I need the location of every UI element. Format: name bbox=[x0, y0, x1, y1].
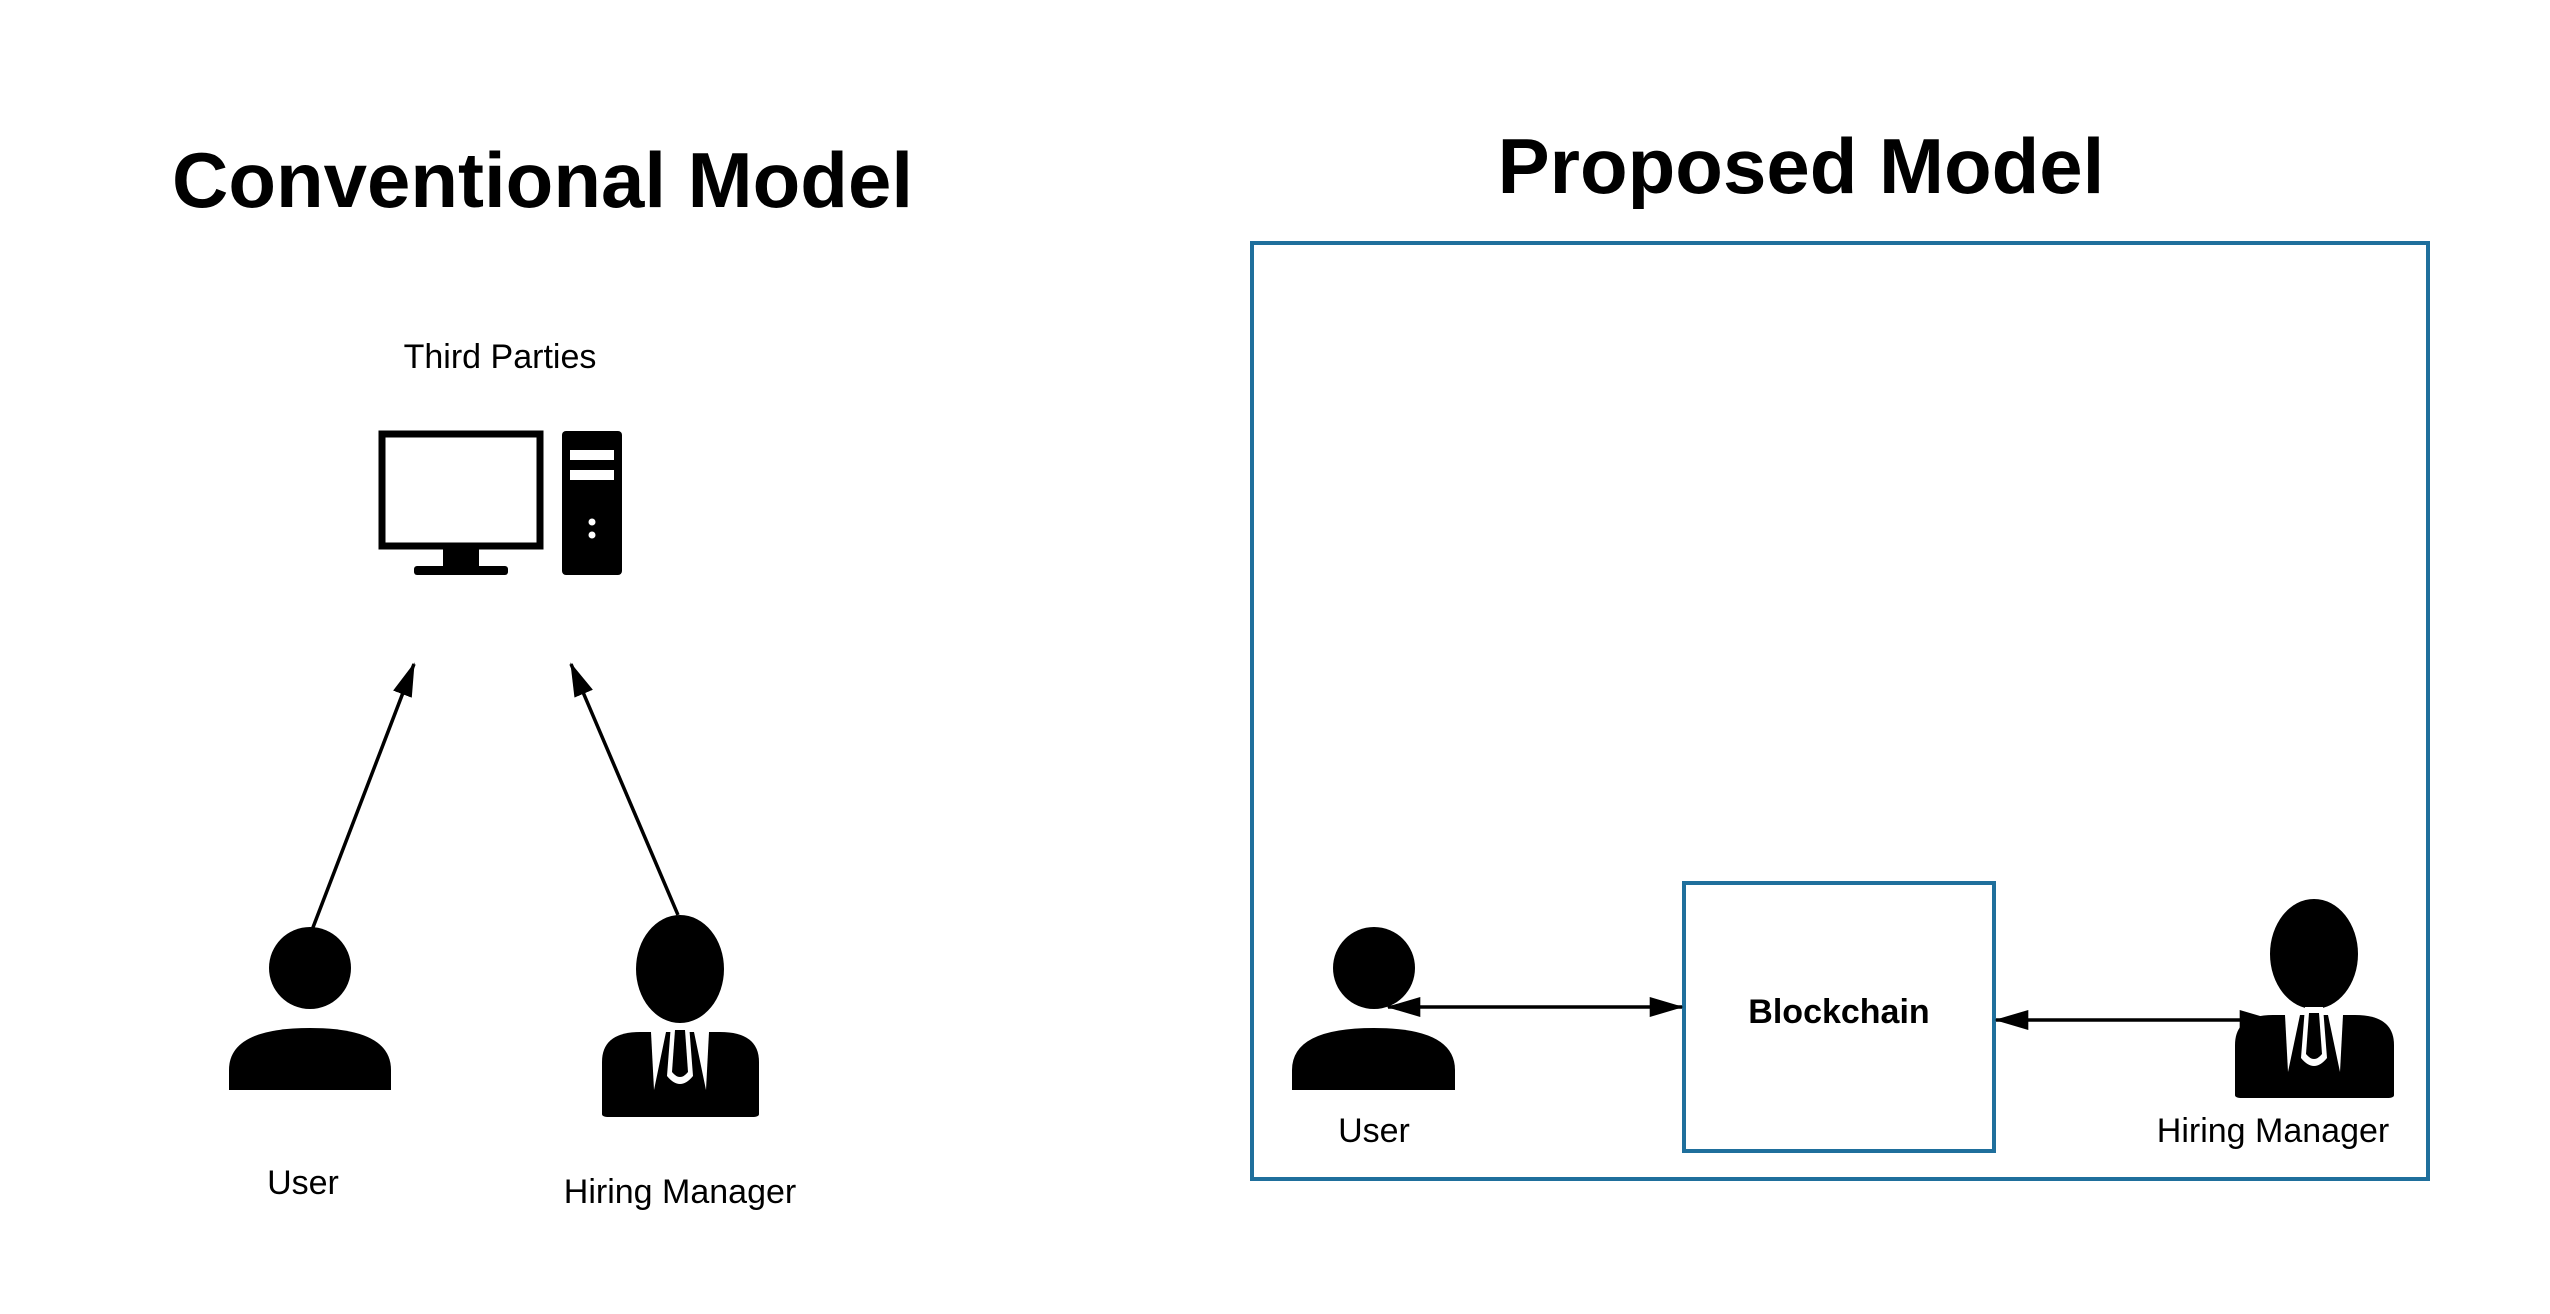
user-person-icon bbox=[229, 927, 391, 1090]
computer-icon bbox=[378, 430, 622, 575]
conventional-title: Conventional Model bbox=[172, 136, 913, 224]
proposed-user-person-icon bbox=[1292, 927, 1455, 1090]
user-label: User bbox=[267, 1164, 339, 1202]
third-parties-label: Third Parties bbox=[404, 338, 597, 376]
proposed-hiring-manager-label: Hiring Manager bbox=[2157, 1112, 2389, 1150]
proposed-hiring-manager-businessman-icon bbox=[2235, 899, 2394, 1098]
manager-to-third-parties-arrow bbox=[569, 662, 680, 916]
hiring-manager-businessman-icon bbox=[602, 915, 759, 1117]
proposed-title: Proposed Model bbox=[1498, 122, 2105, 210]
user-to-third-parties-arrow bbox=[310, 662, 416, 931]
proposed-model: Proposed Model Blockchain User Hiring Ma… bbox=[1250, 122, 2430, 1181]
conventional-model: Conventional Model Third Parties User bbox=[172, 136, 913, 1211]
blockchain-label: Blockchain bbox=[1748, 993, 1929, 1031]
hiring-manager-label: Hiring Manager bbox=[564, 1173, 796, 1211]
blockchain-box bbox=[1682, 881, 1996, 1153]
proposed-user-label: User bbox=[1338, 1112, 1410, 1150]
proposed-model-frame bbox=[1250, 241, 2430, 1181]
